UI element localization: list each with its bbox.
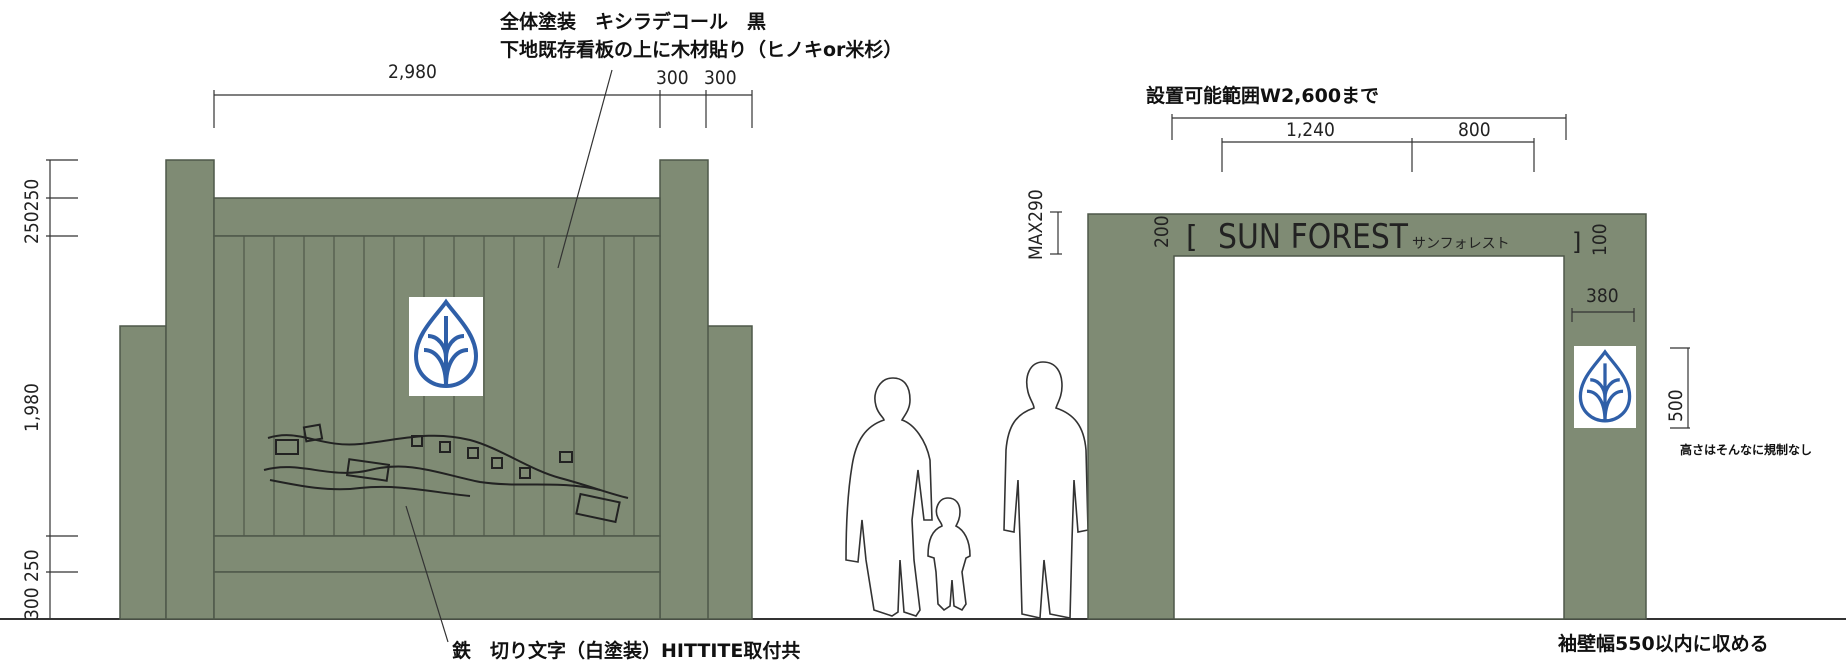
dim-width-main: 2,980 bbox=[388, 61, 437, 83]
gate-opening bbox=[1173, 255, 1565, 620]
note-base: 下地既存看板の上に木材貼り（ヒノキor米杉） bbox=[500, 38, 902, 61]
note-sleeve-wall: 袖壁幅550以内に収める bbox=[1558, 632, 1769, 655]
sign-bracket-open: [ bbox=[1186, 220, 1198, 255]
note-letters: 鉄 切り文字（白塗装）HITTITE取付共 bbox=[452, 639, 800, 662]
dim-w1: 1,240 bbox=[1286, 119, 1335, 141]
top-rail bbox=[213, 197, 661, 237]
dim-h-main: 1,980 bbox=[21, 383, 43, 432]
right-gate-sign: [ SUN FOREST サンフォレスト ] 設置可能範囲W2,600まで 1,… bbox=[1025, 84, 1812, 655]
leaf-logo-icon bbox=[413, 298, 479, 389]
sign-kana-text: サンフォレスト bbox=[1412, 236, 1510, 252]
person-child bbox=[927, 497, 971, 612]
bottom-rail bbox=[213, 535, 661, 573]
iron-cut-letters bbox=[263, 423, 629, 524]
dim-width-b: 300 bbox=[704, 67, 737, 89]
left-outer-post bbox=[119, 325, 167, 620]
dim-h200: 200 bbox=[1151, 215, 1173, 248]
right-outer-post bbox=[705, 325, 753, 620]
dim-width-a: 300 bbox=[656, 67, 689, 89]
note-paint: 全体塗装 キシラデコール 黒 bbox=[499, 10, 766, 33]
note-height: 高さはそんなに規制なし bbox=[1680, 442, 1812, 457]
right-inner-post bbox=[659, 159, 709, 620]
dim-h100: 100 bbox=[1589, 223, 1611, 256]
sign-main-text: SUN FOREST bbox=[1218, 217, 1408, 257]
left-sign: 2,980 300 300 250250 1,980 300 250 bbox=[21, 61, 753, 643]
leader-paint bbox=[557, 69, 613, 269]
base-panel bbox=[213, 571, 661, 620]
leader-letters bbox=[405, 505, 449, 643]
dim-h-bottom: 300 250 bbox=[21, 549, 43, 620]
dim-logo-w: 380 bbox=[1586, 285, 1619, 307]
dim-logo-h: 500 bbox=[1665, 389, 1687, 422]
dim-w2: 800 bbox=[1458, 119, 1491, 141]
person-adult-woman bbox=[845, 377, 933, 617]
left-inner-post bbox=[165, 159, 215, 620]
leaf-logo-icon bbox=[1578, 349, 1632, 423]
note-install-range: 設置可能範囲W2,600まで bbox=[1146, 84, 1379, 107]
person-adult-man bbox=[1003, 361, 1089, 619]
dim-h-top: 250250 bbox=[21, 179, 43, 244]
sign-bracket-close: ] bbox=[1572, 228, 1581, 256]
dim-max-h: MAX290 bbox=[1025, 189, 1047, 260]
